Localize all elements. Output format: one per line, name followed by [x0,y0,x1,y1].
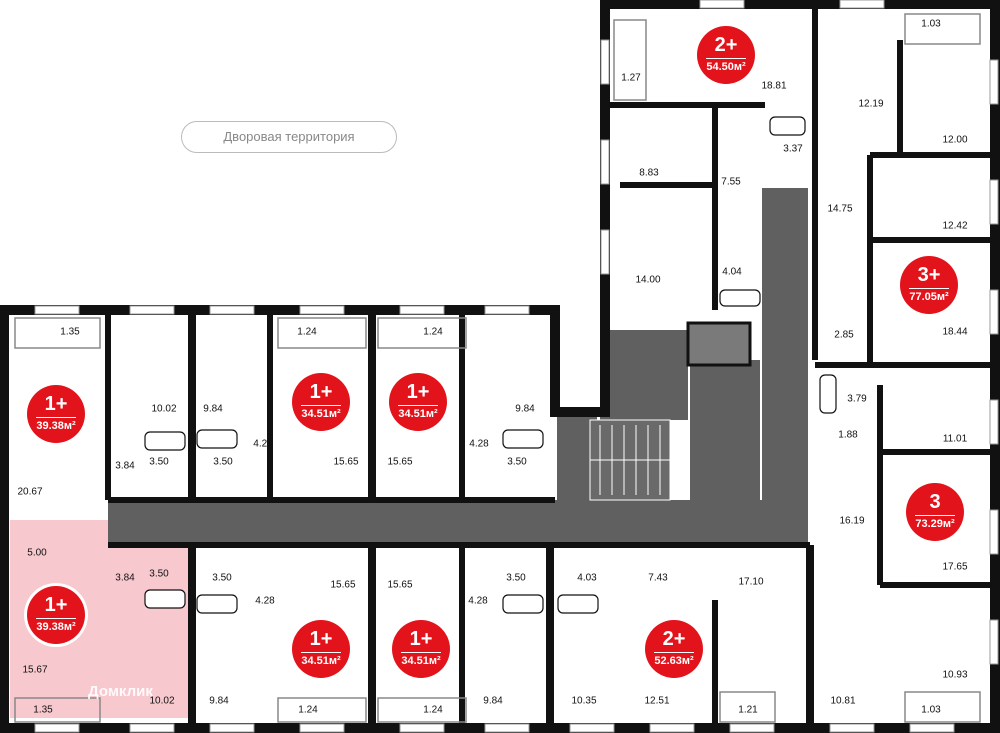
room-area: 15.65 [387,456,413,468]
room-area: 12.42 [942,220,968,232]
apartment-badge[interactable]: 1+ 39.38м² [27,586,85,644]
apartment-area: 77.05м² [909,291,949,303]
room-area: 11.01 [942,433,968,445]
apartment-area: 34.51м² [301,655,341,667]
apartment-badge[interactable]: 1+ 34.51м² [292,373,350,431]
apartment-badge[interactable]: 1+ 39.38м² [27,385,85,443]
apartment-area: 34.51м² [301,408,341,420]
apartment-badge[interactable]: 2+ 52.63м² [645,620,703,678]
room-area: 8.83 [639,167,659,179]
room-area: 1.35 [33,704,53,716]
stairs [589,419,671,501]
apartment-area: 54.50м² [706,61,746,73]
apartment-badge[interactable]: 3 73.29м² [906,483,964,541]
room-area: 12.19 [858,98,884,110]
apartment-rooms: 1+ [409,628,433,650]
room-area: 3.50 [506,572,526,584]
room-area: 3.50 [149,568,169,580]
room-area: 7.43 [648,572,668,584]
room-area: 3.50 [212,572,232,584]
apartment-rooms: 1+ [309,628,333,650]
watermark-logo: Домклик [88,683,153,700]
room-area: 1.24 [297,326,317,338]
room-area: 15.65 [333,456,359,468]
room-area: 1.27 [621,72,641,84]
balconies [14,13,981,723]
room-area: 10.35 [571,695,597,707]
room-area: 4.28 [255,595,275,607]
apartment-badge[interactable]: 3+ 77.05м² [900,256,958,314]
room-area: 14.00 [635,274,661,286]
room-area: 3.50 [149,456,169,468]
room-area: 2.85 [834,329,854,341]
room-area: 10.02 [151,403,177,415]
apartment-rooms: 1+ [44,594,68,616]
room-area: 1.35 [60,326,80,338]
bathtubs [144,116,837,614]
room-area: 14.75 [827,203,853,215]
room-area: 18.44 [942,326,968,338]
apartment-rooms: 3 [929,491,941,513]
room-area: 1.24 [298,704,318,716]
apartment-rooms: 1+ [309,381,333,403]
room-area: 3.84 [115,460,135,472]
room-area: 3.50 [507,456,527,468]
room-area: 10.02 [149,695,175,707]
room-area: 12.51 [644,695,670,707]
room-area: 9.84 [203,403,223,415]
room-area: 15.67 [22,664,48,676]
room-area: 17.65 [942,561,968,573]
room-area: 7.55 [721,176,741,188]
room-area: 15.65 [387,579,413,591]
room-area: 1.88 [838,429,858,441]
room-area: 4.28 [469,438,489,450]
apartment-badge[interactable]: 2+ 54.50м² [697,26,755,84]
room-area: 1.03 [921,704,941,716]
yard-area-label: Дворовая территория [181,121,397,153]
apartment-rooms: 1+ [44,393,68,415]
room-area: 4.04 [722,266,742,278]
room-area: 1.21 [738,704,758,716]
room-area: 9.84 [483,695,503,707]
apartment-area: 39.38м² [36,621,76,633]
room-area: 18.81 [761,80,787,92]
room-area: 15.65 [330,579,356,591]
room-area: 10.93 [942,669,968,681]
room-area: 9.84 [209,695,229,707]
apartment-area: 39.38м² [36,420,76,432]
room-area: 5.00 [27,547,47,559]
room-area: 12.00 [942,134,968,146]
apartment-rooms: 2+ [714,34,738,56]
room-area: 17.10 [738,576,764,588]
room-area: 4.28 [468,595,488,607]
apartment-badge[interactable]: 1+ 34.51м² [292,620,350,678]
apartment-rooms: 3+ [917,264,941,286]
apartment-area: 73.29м² [915,518,955,530]
room-area: 3.79 [847,393,867,405]
room-area: 1.24 [423,704,443,716]
room-area: 10.81 [830,695,856,707]
apartment-area: 34.51м² [401,655,441,667]
apartment-area: 34.51м² [398,408,438,420]
apartment-rooms: 1+ [406,381,430,403]
room-area: 4.28 [253,438,273,450]
room-area: 9.84 [515,403,535,415]
windows [34,0,999,733]
apartment-rooms: 2+ [662,628,686,650]
room-area: 16.19 [839,515,865,527]
room-area: 1.03 [921,18,941,30]
room-area: 20.67 [17,486,43,498]
room-area: 4.03 [577,572,597,584]
room-area: 3.37 [783,143,803,155]
elevator [686,321,752,367]
room-area: 3.50 [213,456,233,468]
room-area: 1.24 [423,326,443,338]
room-area: 3.84 [115,572,135,584]
apartment-area: 52.63м² [654,655,694,667]
apartment-badge[interactable]: 1+ 34.51м² [392,620,450,678]
apartment-badge[interactable]: 1+ 34.51м² [389,373,447,431]
